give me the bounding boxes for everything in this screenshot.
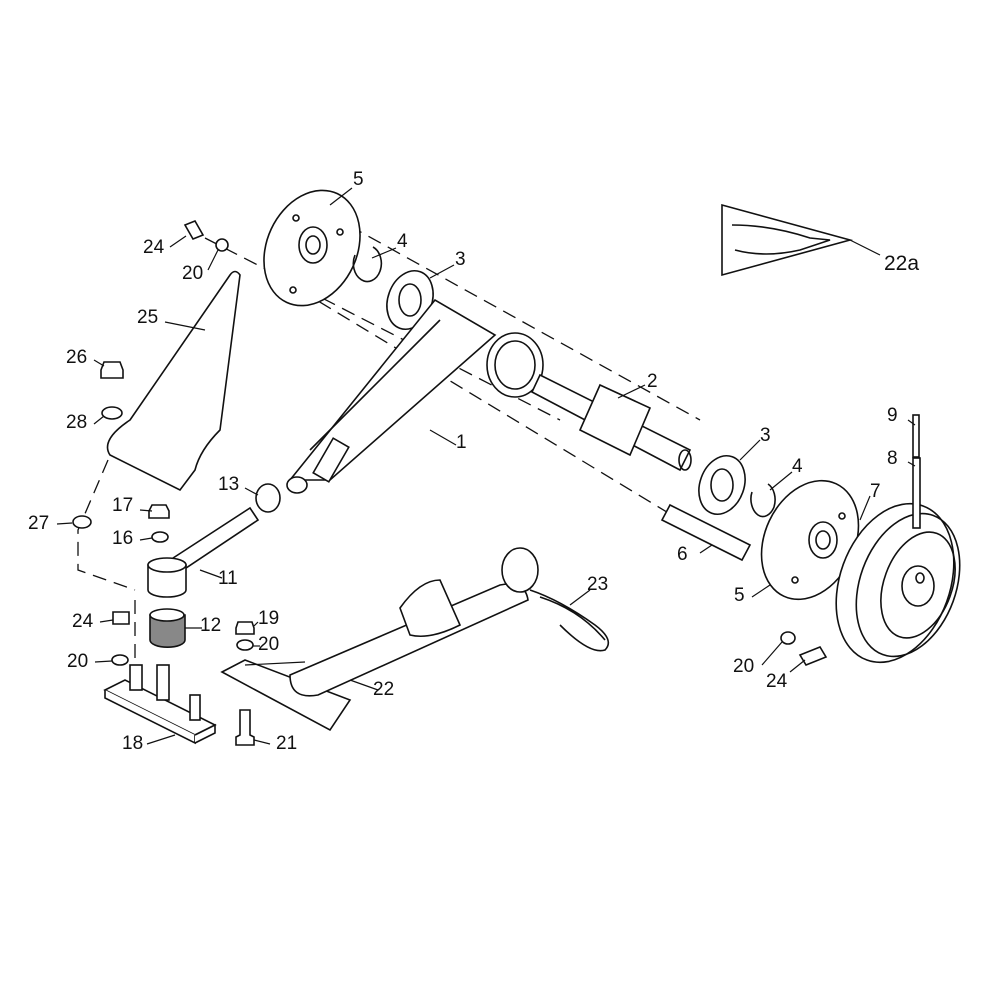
callout-21: 21 bbox=[276, 733, 298, 754]
callout-3-right: 3 bbox=[760, 425, 771, 446]
callout-18: 18 bbox=[122, 733, 144, 754]
base-plate-part-18 bbox=[103, 664, 217, 745]
callout-23: 23 bbox=[587, 574, 609, 595]
bearing-part-3 bbox=[386, 270, 434, 330]
warning-pennant-part-22a bbox=[721, 203, 881, 277]
callout-20-right: 20 bbox=[733, 656, 755, 677]
linch-pin-part-23 bbox=[529, 589, 610, 652]
bushing-part-13 bbox=[255, 483, 281, 513]
assembly-line bbox=[77, 459, 136, 591]
callout-7: 7 bbox=[870, 481, 881, 502]
callout-19: 19 bbox=[258, 608, 280, 629]
callout-20-bracket: 20 bbox=[258, 634, 280, 655]
callout-22: 22 bbox=[373, 679, 395, 700]
washer-part-20-right bbox=[780, 631, 796, 645]
pin-part-9 bbox=[912, 414, 920, 458]
callout-25: 25 bbox=[137, 307, 159, 328]
bearing-part-3-right bbox=[698, 455, 746, 515]
assembly-line bbox=[299, 289, 681, 521]
callout-13: 13 bbox=[218, 474, 240, 495]
callout-24-right: 24 bbox=[766, 671, 788, 692]
bolt-part-24-right bbox=[798, 646, 828, 666]
callout-3: 3 bbox=[455, 249, 466, 270]
callout-20-left: 20 bbox=[67, 651, 89, 672]
callout-20: 20 bbox=[182, 263, 204, 284]
callout-6: 6 bbox=[677, 544, 688, 565]
washer-part-20-bracket bbox=[236, 639, 254, 651]
callout-4-right: 4 bbox=[792, 456, 803, 477]
pulley-part-7 bbox=[835, 502, 961, 664]
callout-12: 12 bbox=[200, 615, 222, 636]
washer-part-20 bbox=[215, 238, 229, 252]
shaft-part-2 bbox=[530, 373, 692, 472]
callout-4: 4 bbox=[397, 231, 408, 252]
callout-16: 16 bbox=[112, 528, 134, 549]
bracket-part-22 bbox=[220, 547, 539, 732]
callout-8: 8 bbox=[887, 448, 898, 469]
nut-part-17 bbox=[148, 504, 170, 519]
flange-plate-part-5 bbox=[263, 189, 361, 307]
callout-17: 17 bbox=[112, 495, 134, 516]
washer-part-20-left bbox=[111, 654, 129, 666]
callout-5-right: 5 bbox=[734, 585, 745, 606]
bolt-part-21 bbox=[235, 709, 255, 746]
callout-24: 24 bbox=[143, 237, 165, 258]
nut-part-19 bbox=[235, 621, 255, 635]
pin-part-8 bbox=[912, 457, 921, 529]
callout-26: 26 bbox=[66, 347, 88, 368]
pivot-arm-part-11 bbox=[147, 506, 260, 598]
callout-22a: 22a bbox=[884, 252, 920, 275]
washer-part-28 bbox=[101, 406, 123, 420]
leader-lines bbox=[56, 187, 916, 745]
callout-5: 5 bbox=[353, 169, 364, 190]
swing-arm-part-1 bbox=[286, 298, 544, 494]
callout-24-left: 24 bbox=[72, 611, 94, 632]
callout-11: 11 bbox=[218, 568, 238, 589]
rubber-buffer-part-12 bbox=[149, 608, 186, 649]
callout-28: 28 bbox=[66, 412, 88, 433]
bolt-part-24-left bbox=[112, 611, 130, 625]
callout-1: 1 bbox=[456, 432, 467, 453]
guard-part-25 bbox=[106, 270, 241, 492]
flange-plate-part-5-right bbox=[760, 479, 860, 601]
washer-part-16 bbox=[151, 531, 169, 543]
washer-part-27 bbox=[72, 515, 92, 529]
callout-2: 2 bbox=[647, 371, 658, 392]
callout-27: 27 bbox=[28, 513, 50, 534]
pin-part-6 bbox=[660, 503, 752, 562]
circlip-part-4-right bbox=[750, 483, 776, 518]
callout-9: 9 bbox=[887, 405, 898, 426]
nut-part-26 bbox=[100, 361, 124, 379]
bolt-part-24 bbox=[183, 219, 205, 241]
